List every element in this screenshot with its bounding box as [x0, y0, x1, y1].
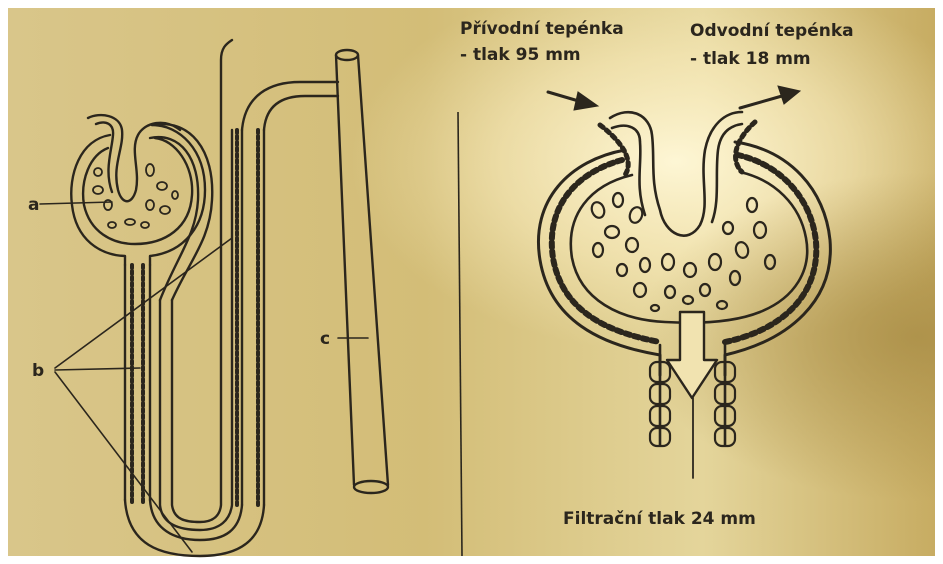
efferent-title: Odvodní tepénka [690, 21, 854, 41]
afferent-pressure: - tlak 95 mm [460, 45, 581, 65]
label-a: a [28, 195, 39, 215]
afferent-title: Přívodní tepénka [460, 19, 624, 39]
label-b: b [32, 361, 44, 381]
filtration-pressure-caption: Filtrační tlak 24 mm [563, 509, 756, 529]
efferent-pressure: - tlak 18 mm [690, 49, 811, 69]
label-c: c [320, 329, 330, 349]
